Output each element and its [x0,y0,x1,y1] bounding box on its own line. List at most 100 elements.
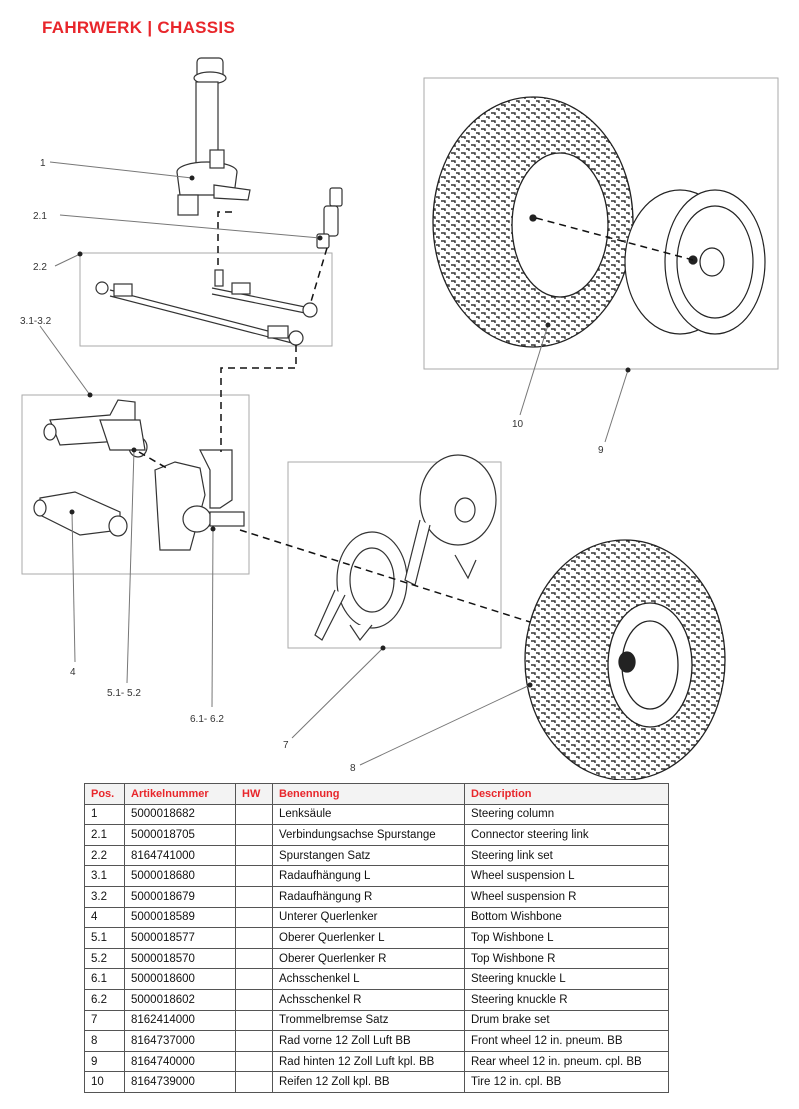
callout-4: 4 [70,667,76,678]
cell-name-de: Rad hinten 12 Zoll Luft kpl. BB [272,1050,465,1073]
cell-pos: 10 [84,1071,125,1093]
callout-10: 10 [512,419,524,430]
cell-article-number: 5000018602 [124,988,236,1011]
steering-link-set-part [95,269,318,346]
callout-dots [69,175,631,688]
cell-hw [235,1071,273,1093]
column-header-name-de: Benennung [272,783,465,805]
cell-description: Steering link set [464,844,669,867]
cell-hw [235,968,273,990]
cell-article-number: 5000018680 [124,865,236,887]
page-title: FAHRWERK | CHASSIS [42,18,236,37]
cell-description: Steering knuckle L [464,968,669,990]
wheel-suspension-part [33,399,245,551]
cell-name-de: Radaufhängung R [272,885,465,908]
cell-name-de: Rad vorne 12 Zoll Luft BB [272,1030,465,1052]
column-header-article-number: Artikelnummer [124,783,236,805]
cell-pos: 5.2 [84,947,125,970]
connector-steering-link-part [316,187,343,249]
cell-pos: 9 [84,1050,125,1073]
cell-pos: 8 [84,1030,125,1052]
cell-name-de: Trommelbremse Satz [272,1009,465,1032]
cell-article-number: 5000018577 [124,927,236,949]
cell-name-de: Lenksäule [272,803,465,826]
cell-hw [235,1030,273,1052]
cell-article-number: 5000018589 [124,906,236,929]
cell-name-de: Achsschenkel R [272,988,465,1011]
column-header-hw: HW [235,783,273,805]
cell-hw [235,1050,273,1073]
cell-pos: 3.2 [84,885,125,908]
cell-pos: 4 [84,906,125,929]
cell-name-de: Spurstangen Satz [272,844,465,867]
cell-hw [235,803,273,826]
cell-article-number: 8164739000 [124,1071,236,1093]
front-wheel-part [524,539,726,780]
cell-pos: 5.1 [84,927,125,949]
callout-8: 8 [350,763,356,774]
cell-pos: 7 [84,1009,125,1032]
callout-9: 9 [598,445,604,456]
cell-description: Tire 12 in. cpl. BB [464,1071,669,1093]
cell-description: Rear wheel 12 in. pneum. cpl. BB [464,1050,669,1073]
table-header-row: Pos. Artikelnummer HW Benennung Descript… [84,783,669,805]
cell-hw [235,1009,273,1032]
rim-part [624,189,766,335]
cell-hw [235,988,273,1011]
callout-5-1-5-2: 5.1- 5.2 [107,688,141,699]
group-box-brake [287,461,502,649]
cell-description: Connector steering link [464,824,669,846]
assembly-dashed-lines [138,211,694,623]
cell-description: Drum brake set [464,1009,669,1032]
cell-pos: 3.1 [84,865,125,887]
callout-6-1-6-2: 6.1- 6.2 [190,714,224,725]
cell-description: Bottom Wishbone [464,906,669,929]
cell-description: Wheel suspension L [464,865,669,887]
exploded-parts-diagram: 1 2.1 2.2 3.1-3.2 4 5.1- 5.2 6.1- 6.2 7 … [20,57,779,780]
cell-description: Steering column [464,803,669,826]
cell-name-de: Verbindungsachse Spurstange [272,824,465,846]
callout-3-1-3-2: 3.1-3.2 [20,316,52,327]
cell-description: Top Wishbone R [464,947,669,970]
cell-hw [235,906,273,929]
cell-pos: 2.1 [84,824,125,846]
drum-brake-part [314,454,497,642]
callout-2-2: 2.2 [33,262,47,273]
cell-description: Steering knuckle R [464,988,669,1011]
cell-article-number: 8164740000 [124,1050,236,1073]
cell-pos: 1 [84,803,125,826]
cell-name-de: Oberer Querlenker R [272,947,465,970]
cell-hw [235,865,273,887]
cell-hw [235,824,273,846]
cell-description: Top Wishbone L [464,927,669,949]
cell-pos: 6.2 [84,988,125,1011]
cell-article-number: 5000018600 [124,968,236,990]
cell-hw [235,947,273,970]
tire-part [432,96,634,348]
column-header-description: Description [464,783,669,805]
group-box-steering-link [79,252,333,347]
cell-article-number: 8164737000 [124,1030,236,1052]
cell-article-number: 8164741000 [124,844,236,867]
cell-name-de: Achsschenkel L [272,968,465,990]
cell-article-number: 5000018570 [124,947,236,970]
cell-description: Front wheel 12 in. pneum. BB [464,1030,669,1052]
callout-leader-lines [39,161,629,766]
group-box-rear-wheel [423,77,779,370]
steering-column-part [176,57,251,216]
cell-article-number: 5000018679 [124,885,236,908]
cell-article-number: 5000018682 [124,803,236,826]
cell-article-number: 5000018705 [124,824,236,846]
